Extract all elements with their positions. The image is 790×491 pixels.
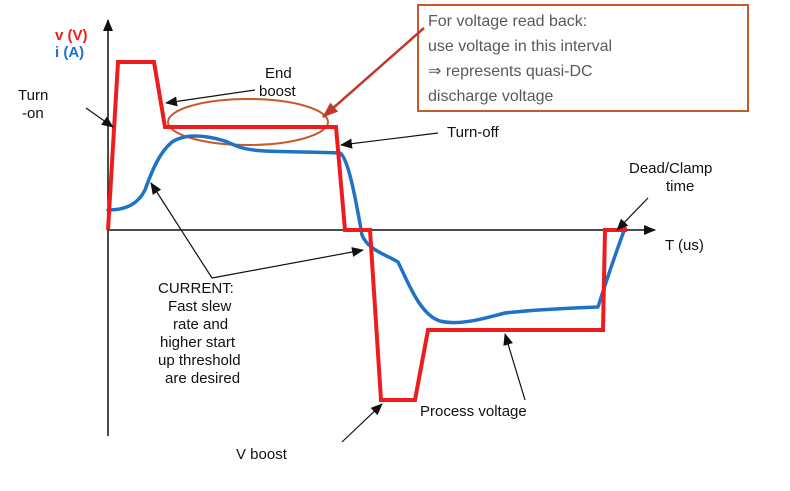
current-note-line-5: up threshold — [158, 352, 241, 369]
callout-line-1: For voltage read back: — [428, 13, 587, 30]
turn-off-arrow — [340, 132, 439, 149]
time-axis-label: T (us) — [665, 237, 704, 254]
turn-on-label-line-2: -on — [22, 105, 44, 122]
turn-on-arrow — [85, 107, 114, 128]
voltage-readback-callout — [417, 4, 749, 112]
voltage-readback-interval-ellipse — [167, 98, 329, 146]
turn-off-label: Turn-off — [447, 124, 500, 141]
process-voltage-arrow — [503, 333, 526, 401]
v-boost-arrow — [341, 403, 383, 443]
current-axis-label: i (A) — [55, 44, 84, 61]
callout-line-3: ⇒ represents quasi-DC — [428, 63, 593, 80]
callout-line-2: use voltage in this interval — [428, 38, 612, 55]
turn-on-label-line-1: Turn — [18, 87, 48, 104]
voltage-axis-label: v (V) — [55, 27, 88, 44]
end-boost-label-line-2: boost — [259, 83, 297, 100]
callout-pointer-arrow — [322, 27, 425, 118]
dead-clamp-label-line-1: Dead/Clamp — [629, 160, 712, 177]
dead-clamp-arrow — [616, 197, 649, 231]
current-note-arrow-upper — [150, 182, 213, 279]
v-boost-label: V boost — [236, 446, 288, 463]
callout-line-4: discharge voltage — [428, 88, 554, 105]
current-note-line-3: rate and — [173, 316, 228, 333]
voltage-waveform — [106, 60, 627, 402]
end-boost-arrow — [165, 89, 256, 107]
process-voltage-label: Process voltage — [420, 403, 527, 420]
current-waveform — [106, 134, 627, 325]
end-boost-label-line-1: End — [265, 65, 292, 82]
dead-clamp-label-line-2: time — [666, 178, 694, 195]
current-note-line-6: are desired — [165, 370, 240, 387]
current-note-arrow-lower — [211, 247, 364, 279]
current-note-line-1: CURRENT: — [158, 280, 234, 297]
current-note-line-2: Fast slew — [168, 298, 232, 315]
current-note-line-4: higher start — [160, 334, 236, 351]
